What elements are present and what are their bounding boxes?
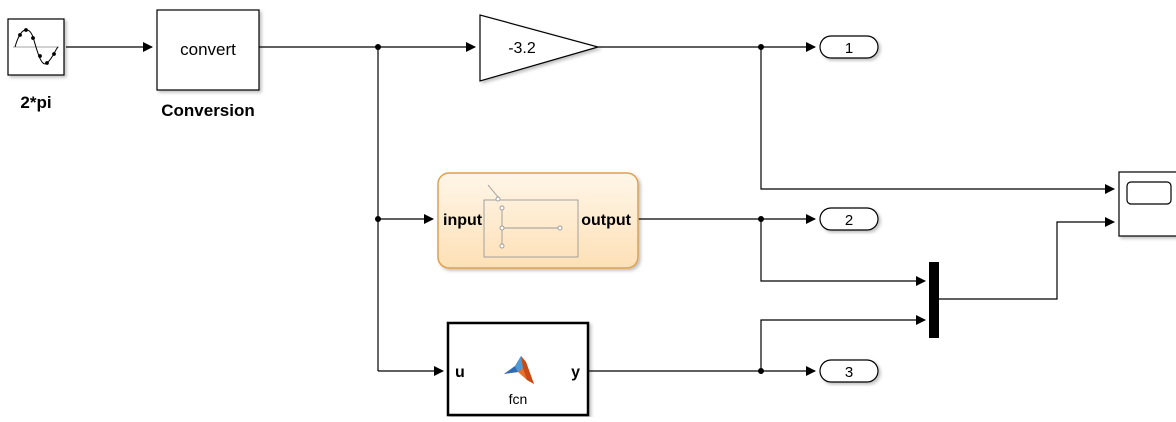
branch-dot: [375, 44, 381, 50]
matlab-logo-icon: [504, 356, 534, 384]
gain-value: -3.2: [508, 40, 536, 57]
branch-points: [375, 44, 764, 374]
conversion-block[interactable]: convert Conversion: [156, 9, 260, 120]
chart-input-port-label: input: [443, 212, 483, 229]
conversion-block-label: Conversion: [161, 101, 255, 120]
stateflow-chart-block[interactable]: input output: [437, 172, 639, 269]
signal-mux-to-scope[interactable]: [935, 217, 1115, 300]
outport-1-number: 1: [845, 40, 853, 57]
branch-dot: [758, 44, 764, 50]
sine-wave-icon: [13, 28, 59, 65]
outport-2[interactable]: 2: [819, 207, 879, 231]
outport-1[interactable]: 1: [819, 35, 879, 59]
chart-output-port-label: output: [581, 212, 631, 229]
scope-screen-icon: [1126, 181, 1172, 205]
outport-3[interactable]: 3: [819, 359, 879, 383]
signal-lines: [66, 42, 1115, 376]
outport-2-number: 2: [845, 212, 853, 229]
fcn-output-port-label: y: [571, 364, 580, 381]
fcn-name-label: fcn: [509, 391, 528, 407]
branch-dot: [758, 216, 764, 222]
signal-chart-to-mux[interactable]: [760, 219, 926, 286]
gain-block[interactable]: -3.2: [479, 14, 601, 82]
chart-icon: [483, 184, 579, 258]
scope-block[interactable]: [1118, 171, 1176, 237]
branch-dot: [758, 368, 764, 374]
signal-fcn-to-mux[interactable]: [760, 315, 926, 371]
fcn-input-port-label: u: [455, 364, 465, 381]
conversion-block-text: convert: [180, 40, 236, 59]
branch-dot: [375, 216, 381, 222]
matlab-function-block[interactable]: u y fcn: [446, 321, 590, 417]
outport-3-number: 3: [845, 364, 853, 381]
sine-wave-block[interactable]: 2*pi: [7, 18, 65, 112]
signal-gain-to-scope[interactable]: [760, 47, 1115, 194]
mux-block[interactable]: [929, 262, 939, 338]
sine-wave-label: 2*pi: [20, 93, 51, 112]
